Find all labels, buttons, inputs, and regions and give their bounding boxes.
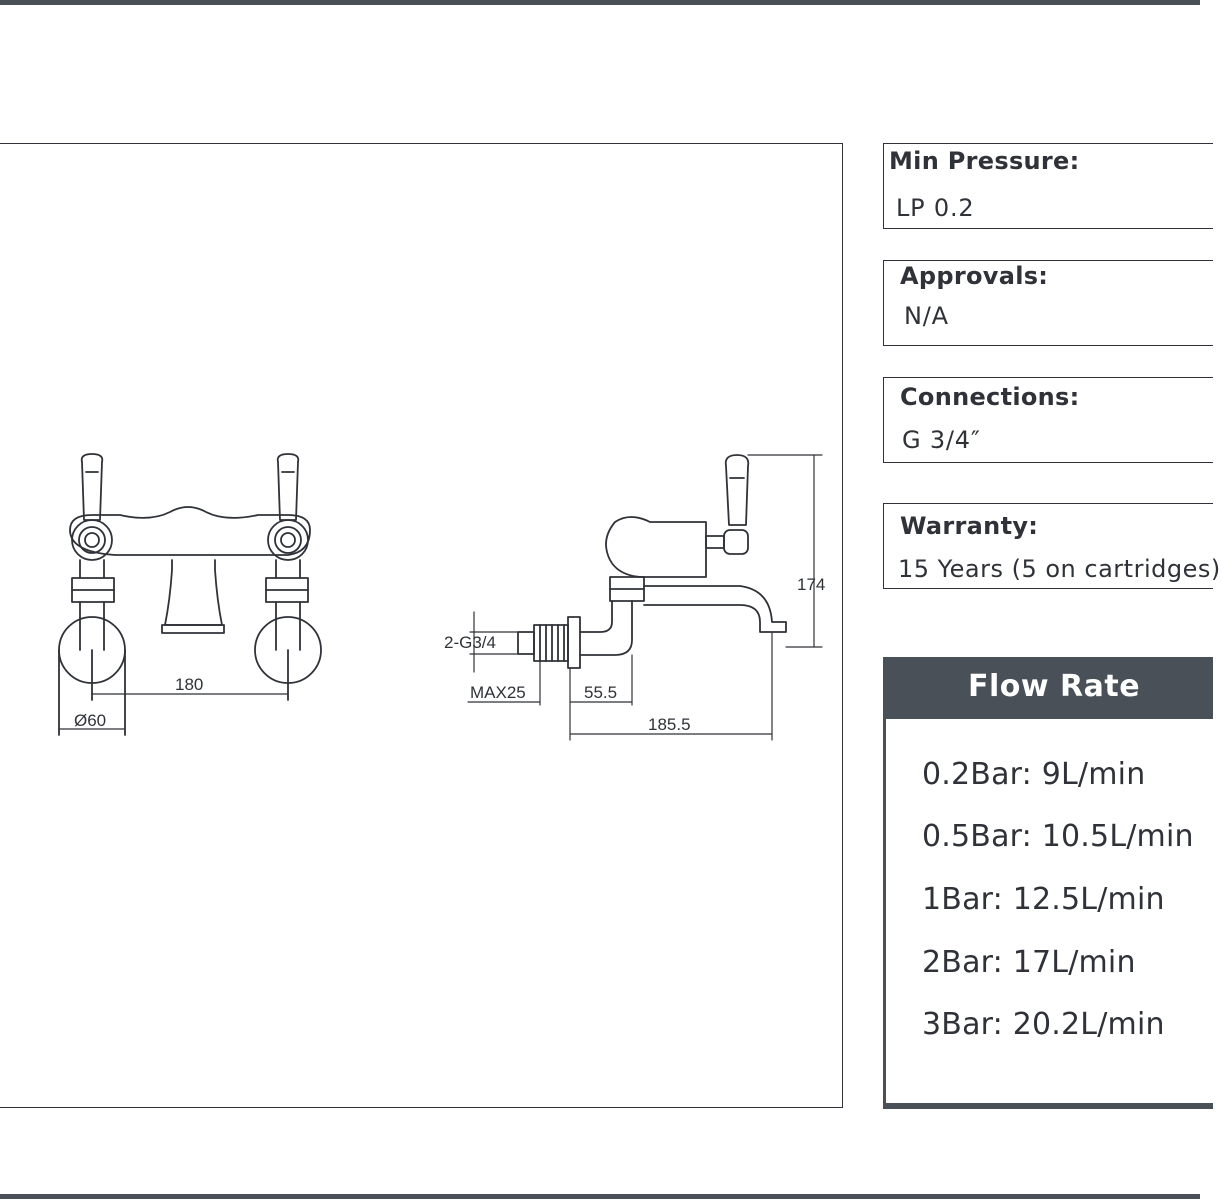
dim-height: 174 <box>797 575 825 594</box>
flow-rate-title: Flow Rate <box>968 669 1141 704</box>
flow-rate-row: 1Bar: 12.5L/min <box>922 882 1165 917</box>
spec-label: Approvals: <box>900 262 1049 290</box>
dim-flange-diameter: Ø60 <box>74 711 106 730</box>
front-view <box>58 453 322 736</box>
spec-value: 15 Years (5 on cartridges) <box>898 555 1221 583</box>
dim-projection: 185.5 <box>648 715 691 734</box>
spec-value: LP 0.2 <box>896 194 975 222</box>
dim-centers: 180 <box>175 675 203 694</box>
spec-value: G 3/4″ <box>902 426 981 454</box>
drawing-frame <box>0 143 843 1108</box>
flow-rate-panel: Flow Rate 0.2Bar: 9L/min 0.5Bar: 10.5L/m… <box>883 657 1213 1109</box>
flow-rate-row: 0.5Bar: 10.5L/min <box>922 819 1194 854</box>
spec-approvals: Approvals: N/A <box>883 260 1213 346</box>
bottom-rule <box>0 1194 1200 1199</box>
spec-value: N/A <box>904 302 949 330</box>
flow-rate-row: 2Bar: 17L/min <box>922 945 1136 980</box>
technical-drawing: 180 Ø60 174 2-G3/4 MAX25 55.5 185.5 <box>58 453 825 741</box>
dim-max-wall: MAX25 <box>470 683 526 702</box>
dimension-labels: 180 Ø60 174 2-G3/4 MAX25 55.5 185.5 <box>74 575 825 734</box>
dim-wall-offset: 55.5 <box>584 683 617 702</box>
side-view <box>467 454 823 741</box>
flow-rate-row: 3Bar: 20.2L/min <box>922 1007 1165 1042</box>
spec-label: Connections: <box>900 383 1080 411</box>
spec-connections: Connections: G 3/4″ <box>883 377 1213 463</box>
spec-label: Min Pressure: <box>889 147 1080 175</box>
dim-connection: 2-G3/4 <box>444 633 496 652</box>
spec-warranty: Warranty: 15 Years (5 on cartridges) <box>883 503 1220 589</box>
top-rule <box>0 0 1200 5</box>
flow-rate-row: 0.2Bar: 9L/min <box>922 757 1146 792</box>
flow-rate-header: Flow Rate <box>886 657 1213 719</box>
spec-min-pressure: Min Pressure: LP 0.2 <box>883 143 1213 229</box>
spec-label: Warranty: <box>900 512 1039 540</box>
